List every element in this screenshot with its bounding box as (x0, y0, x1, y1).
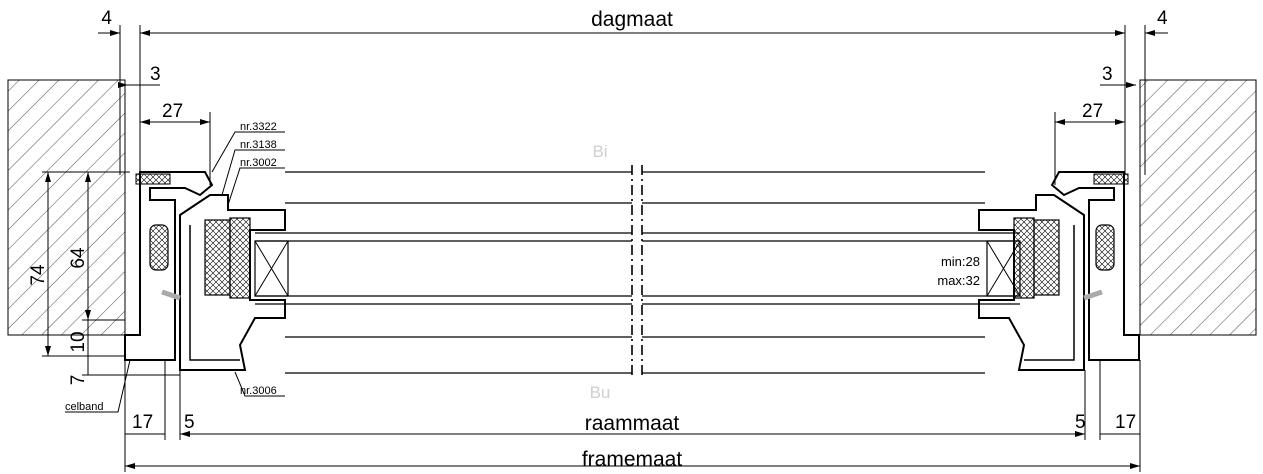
label-part-3322: nr.3322 (240, 121, 277, 133)
wall-left (7, 79, 126, 336)
profile-right (978, 171, 1140, 371)
profile-left (124, 171, 289, 371)
label-part-3138: nr.3138 (240, 139, 277, 151)
dim-bottom-right-17: 17 (1115, 412, 1136, 433)
label-glass-min: min:28 (941, 254, 980, 269)
label-inside: Bi (592, 142, 607, 161)
label-celband: celband (65, 401, 104, 413)
dim-height-7: 7 (68, 375, 89, 386)
dim-dagmaat: dagmaat (591, 8, 673, 31)
label-outside: Bu (590, 383, 611, 402)
dimension-lines (42, 25, 1168, 472)
dim-raammaat: raammaat (585, 412, 680, 435)
dim-right-27: 27 (1082, 101, 1103, 122)
dim-height-74: 74 (28, 264, 49, 286)
dim-left-27: 27 (162, 101, 183, 122)
break-lines (631, 165, 643, 378)
dim-left-4: 4 (101, 8, 112, 29)
dim-framemaat: framemaat (582, 448, 683, 471)
dim-bottom-left-5: 5 (184, 412, 195, 433)
label-part-3006: nr.3006 (240, 385, 277, 397)
glass-panel (255, 171, 1020, 374)
dim-left-3: 3 (150, 64, 161, 85)
label-part-3002: nr.3002 (240, 157, 277, 169)
dim-bottom-right-5: 5 (1075, 412, 1086, 433)
dim-height-64: 64 (68, 247, 89, 269)
dim-bottom-left-17: 17 (132, 412, 153, 433)
label-glass-max: max:32 (937, 273, 980, 288)
dim-right-3: 3 (1102, 64, 1113, 85)
dim-right-4: 4 (1157, 8, 1168, 29)
dim-height-10: 10 (68, 331, 89, 352)
wall-right (1139, 79, 1257, 336)
